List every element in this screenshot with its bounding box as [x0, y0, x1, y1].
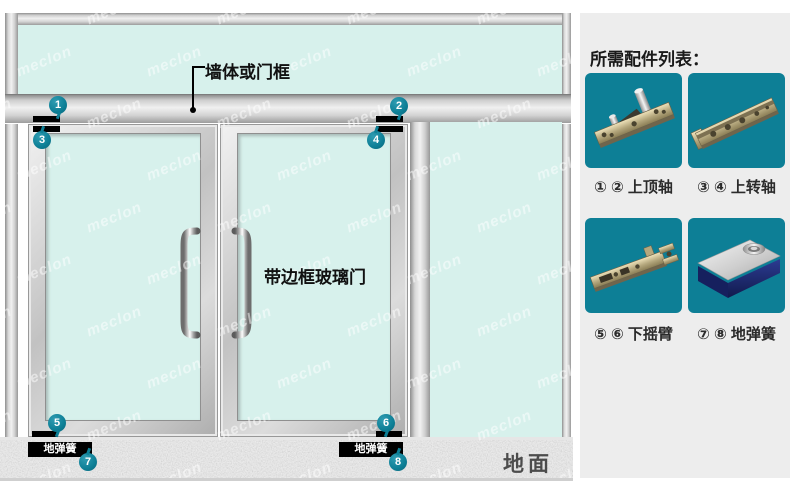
- marker-1: 1: [49, 96, 67, 114]
- part-label-bottom-swing-arm: ⑤ ⑥ 下摇臂: [594, 326, 673, 343]
- marker-7: 7: [79, 453, 97, 471]
- part-label-floor-spring: ⑦ ⑧ 地弹簧: [697, 326, 776, 343]
- transom-glass: [18, 25, 562, 94]
- part-tile-top-pivot: [585, 73, 682, 168]
- leader-dot: [190, 107, 196, 113]
- marker-6: 6: [377, 414, 395, 432]
- header-frame-bar: [5, 94, 571, 124]
- bottom-swing-arm-image: [589, 242, 680, 292]
- parts-sidebar: 所需配件列表：: [580, 13, 790, 478]
- sidelight-glass: [430, 122, 562, 437]
- pivot-bar-4: [376, 126, 403, 132]
- right-door-handle: [231, 227, 252, 339]
- floor-spring-image: [697, 239, 781, 298]
- sidebar-title: 所需配件列表：: [590, 50, 709, 69]
- right-door-glass: [237, 133, 391, 421]
- left-door-handle: [180, 227, 201, 339]
- wall-frame-top: [5, 13, 571, 25]
- floor-spring-label-right: 地弹簧: [339, 442, 403, 457]
- leader-line-horizontal: [192, 66, 205, 68]
- part-tile-floor-spring: [688, 218, 785, 313]
- marker-8: 8: [389, 453, 407, 471]
- floor-spring-label-left: 地弹簧: [28, 442, 92, 457]
- marker-3: 3: [33, 131, 51, 149]
- marker-2: 2: [390, 97, 408, 115]
- part-label-top-axle: ③ ④ 上转轴: [697, 179, 776, 196]
- side-mullion: [410, 122, 430, 437]
- door-label: 带边框玻璃门: [264, 268, 366, 287]
- ground-label: 地面: [503, 453, 553, 476]
- pivot-bar-3: [33, 126, 60, 132]
- pivot-bar-1: [33, 116, 60, 122]
- part-tile-top-axle: [688, 73, 785, 168]
- pivot-bar-5: [32, 431, 58, 437]
- pivot-bar-2: [376, 116, 403, 122]
- part-tile-bottom-swing-arm: [585, 218, 682, 313]
- top-pivot-image: [594, 88, 675, 149]
- part-label-top-pivot: ① ② 上顶轴: [594, 179, 673, 196]
- marker-4: 4: [367, 131, 385, 149]
- wall-frame-left: [5, 13, 18, 440]
- pivot-bar-6: [376, 431, 402, 437]
- marker-5: 5: [48, 414, 66, 432]
- left-door-glass: [45, 133, 201, 421]
- wall-label: 墙体或门框: [205, 63, 290, 82]
- top-axle-image: [690, 97, 779, 150]
- wall-frame-right: [562, 13, 571, 437]
- leader-line-vertical: [192, 66, 194, 110]
